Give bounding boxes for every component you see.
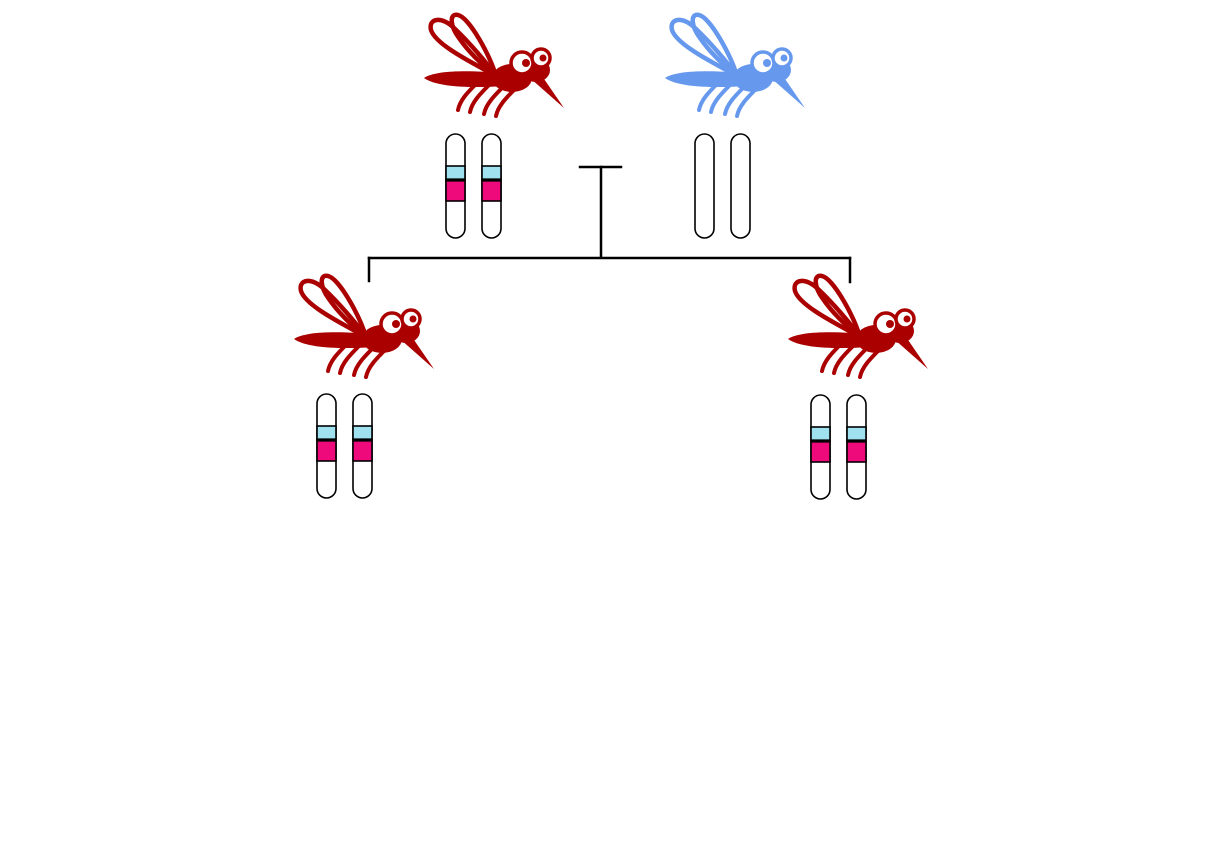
chromosome-pair-offspring-right: [810, 394, 867, 500]
mosquito-icon-offspring-left: [294, 276, 434, 377]
chromosome: [352, 393, 373, 499]
chromosome-body: [730, 133, 751, 239]
payload-band: [846, 440, 867, 463]
chromosome: [846, 394, 867, 500]
cas9-band: [445, 165, 466, 181]
payload-band: [352, 439, 373, 462]
cas9-band: [481, 165, 502, 181]
payload-band: [445, 179, 466, 202]
chromosome-pair-parent-wild-type: [694, 133, 751, 239]
mosquito-group: [294, 15, 928, 377]
mosquito-icon-parent-wild-type: [665, 15, 805, 116]
payload-band: [481, 179, 502, 202]
chromosome-body: [694, 133, 715, 239]
chromosome-group: [316, 133, 867, 500]
mosquito-icon-parent-gene-drive: [424, 15, 564, 116]
chromosome: [316, 393, 337, 499]
chromosome-pair-parent-gene-drive: [445, 133, 502, 239]
payload-band: [316, 439, 337, 462]
chromosome-pair-offspring-left: [316, 393, 373, 499]
chromosome: [694, 133, 715, 239]
payload-band: [810, 440, 831, 463]
cas9-band: [316, 425, 337, 441]
chromosome: [445, 133, 466, 239]
cas9-band: [810, 426, 831, 442]
mosquito-icon-offspring-right: [788, 276, 928, 377]
chromosome: [810, 394, 831, 500]
pedigree-lines: [367, 165, 852, 284]
cas9-band: [846, 426, 867, 442]
chromosome: [730, 133, 751, 239]
chromosome: [481, 133, 502, 239]
cas9-band: [352, 425, 373, 441]
